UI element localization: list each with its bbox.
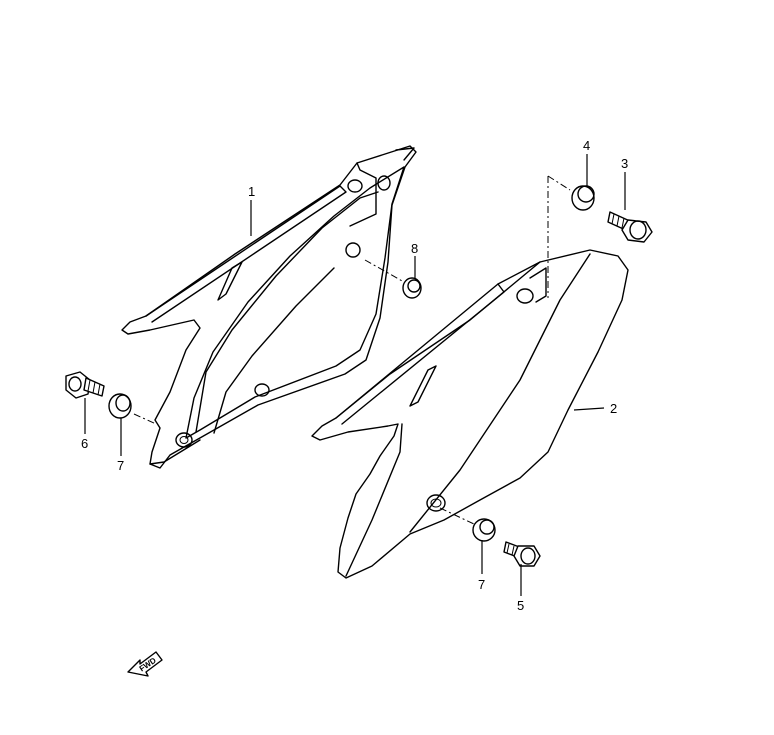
callout-labels: 1 2 3 4 5 6 7 7 8 [81,138,628,613]
callout-4: 4 [583,138,590,153]
assembly-centerlines [133,175,571,525]
part-1-frame-cover[interactable] [121,145,417,469]
callout-1: 1 [248,184,255,199]
part-8-grommet[interactable] [402,277,422,299]
callout-2: 2 [610,401,617,416]
fwd-arrow-icon: FWD [127,651,163,677]
callout-7-left: 7 [117,458,124,473]
callout-8: 8 [411,241,418,256]
part-4-grommet[interactable] [571,185,595,211]
part-5-bolt[interactable] [503,541,541,567]
callout-7-right: 7 [478,577,485,592]
part-6-bolt[interactable] [65,371,105,399]
leader-lines [84,154,626,596]
callout-5: 5 [517,598,524,613]
part-7-collar-left[interactable] [108,393,132,419]
part-2-side-cover[interactable] [311,249,629,579]
part-7-collar-right[interactable] [472,518,496,542]
callout-6: 6 [81,436,88,451]
callout-3: 3 [621,156,628,171]
part-3-bolt[interactable] [607,211,653,243]
